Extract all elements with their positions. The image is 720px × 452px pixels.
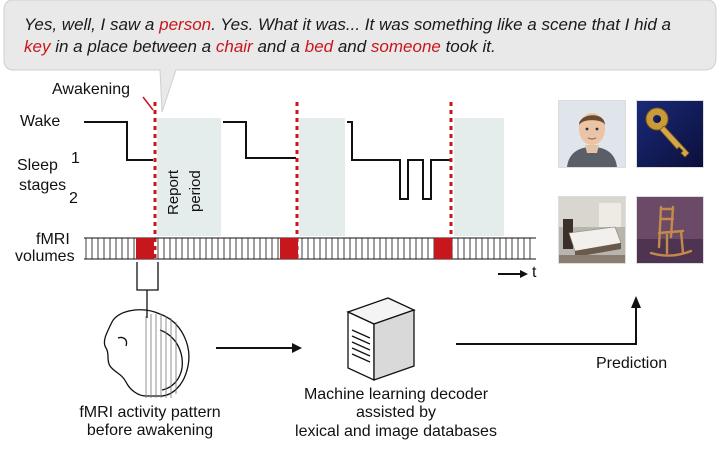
wake-label: Wake	[20, 113, 61, 130]
quote-text-segment: and	[333, 37, 371, 56]
quote-highlight-word: person	[159, 15, 212, 34]
predicted-image-bed	[558, 196, 626, 264]
fmri-highlight-1	[136, 238, 154, 259]
awakening-pointer	[142, 96, 154, 111]
dream-report-quote: Yes, well, I saw a person. Yes. What it …	[8, 4, 704, 68]
hypnogram	[84, 121, 450, 200]
quote-text-segment: Yes, well, I saw a	[24, 15, 160, 34]
volumes-label: volumes	[15, 248, 75, 265]
report-label: Report	[165, 169, 182, 215]
quote-highlight-word: bed	[304, 37, 334, 56]
speech-bubble	[3, 0, 717, 113]
hypnogram-segment-2	[223, 121, 296, 159]
time-arrow-icon	[498, 270, 528, 278]
hypnogram-segment-3	[347, 121, 450, 200]
time-axis-label: t	[532, 264, 537, 281]
fmri-volumes-strip	[84, 237, 536, 260]
hypnogram-segment-1	[84, 121, 153, 161]
decoder-caption-line3: lexical and image databases	[295, 423, 497, 440]
head-scan-icon	[103, 309, 190, 398]
computer-server-icon	[346, 297, 416, 382]
awakening-markers	[153, 102, 453, 262]
activity-caption-line1: fMRI activity pattern	[79, 404, 221, 421]
sleep-label: Sleep	[17, 157, 58, 174]
report-period-3	[454, 118, 504, 236]
quote-highlight-word: key	[24, 37, 51, 56]
predicted-image-key	[636, 100, 704, 168]
fmri-highlight-2	[280, 238, 298, 259]
report-period-1	[157, 118, 221, 236]
fmri-highlight-3	[434, 238, 452, 259]
quote-text-segment: . Yes. What it was... It was something l…	[211, 15, 671, 34]
prediction-label: Prediction	[596, 355, 668, 372]
stages-label: stages	[19, 177, 67, 194]
prediction-arrow	[456, 296, 641, 345]
quote-highlight-word: chair	[215, 37, 253, 56]
activity-caption-line2: before awakening	[86, 422, 214, 439]
quote-highlight-word: someone	[370, 37, 441, 56]
decoder-caption-line1: Machine learning decoder	[303, 386, 489, 403]
predicted-image-chair	[636, 196, 704, 264]
arrow-right-icon	[216, 343, 302, 353]
period-label: period	[187, 170, 204, 212]
report-period-2	[299, 118, 345, 236]
stage-1-label: 1	[71, 150, 80, 167]
quote-text-segment: took it.	[440, 37, 496, 56]
stage-2-label: 2	[69, 190, 78, 207]
awakening-label: Awakening	[52, 81, 130, 98]
decoder-caption-line2: assisted by	[355, 404, 437, 421]
quote-text-segment: and a	[252, 37, 305, 56]
quote-text-segment: in a place between a	[50, 37, 216, 56]
predicted-image-person	[558, 100, 626, 168]
fmri-label: fMRI	[36, 231, 70, 248]
volume-bracket	[136, 262, 159, 318]
